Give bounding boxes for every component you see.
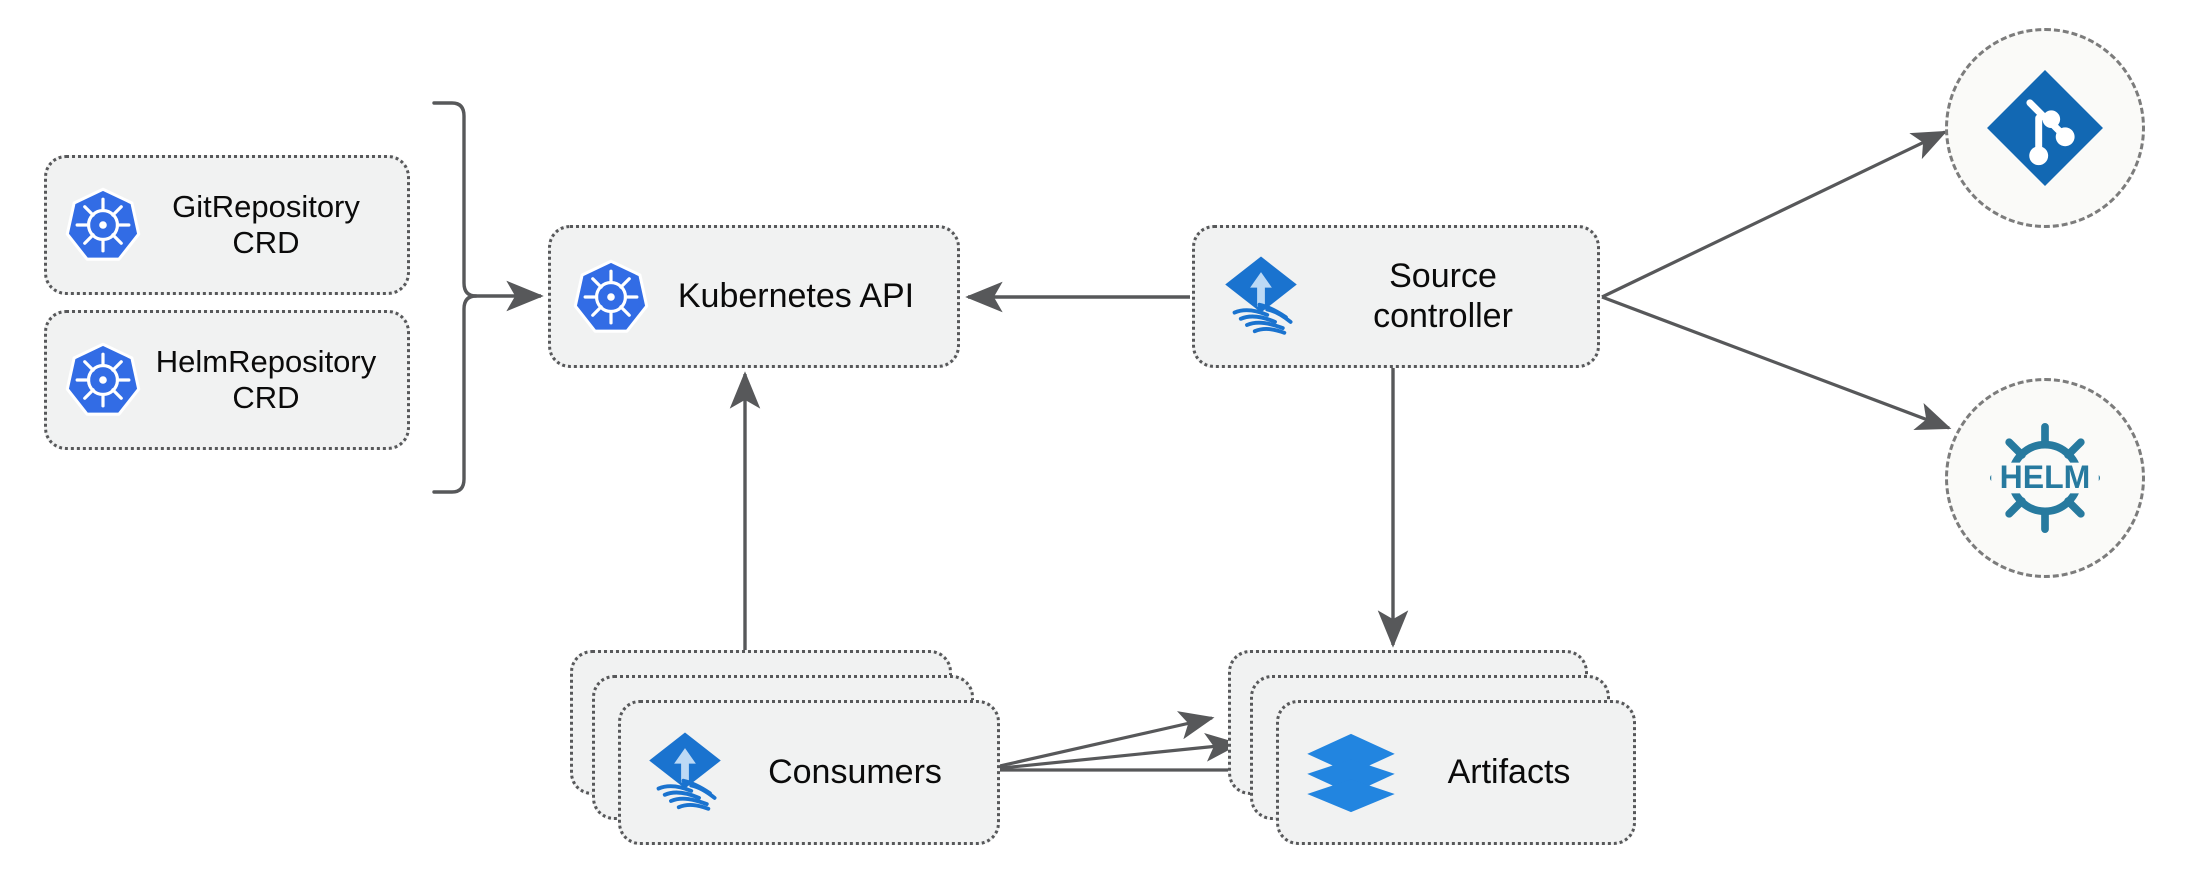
edge-consumers-to-artifacts-2 [981, 732, 1241, 772]
node-kubernetes-api[interactable]: Kubernetes API [548, 225, 960, 368]
external-system-helm[interactable]: HELM [1945, 378, 2145, 578]
node-label-consumers: Consumers [768, 753, 942, 791]
node-consumers-stack[interactable]: Consumers [570, 650, 1010, 855]
crd-group-brace [432, 101, 478, 494]
node-label-artifacts: Artifacts [1447, 753, 1571, 791]
flux-icon [1221, 255, 1301, 339]
crd-box-helmrepository[interactable]: HelmRepository CRD [44, 310, 410, 450]
kubernetes-icon [573, 259, 649, 335]
helm-icon: HELM [1981, 414, 2109, 542]
flux-icon [645, 731, 725, 815]
artifacts-stack-layer-front[interactable]: Artifacts [1276, 700, 1636, 845]
node-artifacts-stack[interactable]: Artifacts [1228, 650, 1648, 855]
layers-icon [1305, 732, 1397, 814]
crd-label-helmrepository: HelmRepository CRD [155, 344, 377, 415]
crd-label-gitrepository: GitRepository CRD [172, 189, 360, 260]
node-label-source-controller: Source controller [1373, 257, 1513, 335]
kubernetes-icon [65, 187, 141, 263]
git-icon [1982, 65, 2108, 191]
node-label-kubernetes-api: Kubernetes API [677, 276, 915, 315]
consumers-stack-layer-front[interactable]: Consumers [618, 700, 1000, 845]
external-system-git[interactable] [1945, 28, 2145, 228]
edge-consumers-to-artifacts-1 [981, 711, 1215, 772]
edge-source-to-helm [1601, 295, 1952, 430]
edge-source-to-git [1601, 130, 1948, 299]
node-source-controller[interactable]: Source controller [1192, 225, 1600, 368]
helm-wordmark: HELM [2000, 459, 2091, 495]
kubernetes-icon [65, 342, 141, 418]
crd-box-gitrepository[interactable]: GitRepository CRD [44, 155, 410, 295]
